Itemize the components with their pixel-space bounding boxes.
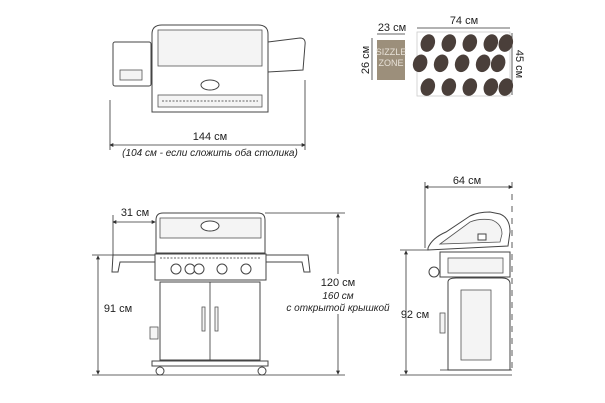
grill-side-view xyxy=(400,182,513,376)
grate-blob xyxy=(412,54,428,73)
main-width-label: 74 см xyxy=(450,15,478,27)
grate-blob xyxy=(483,34,499,52)
open-lid-height-label: 160 см xyxy=(322,291,353,302)
grates-diagram xyxy=(371,27,514,97)
shelf-depth-label: 31 см xyxy=(121,207,149,219)
grate-blob xyxy=(498,78,514,96)
sizzle-height-label: 26 см xyxy=(360,46,372,74)
side-height-label: 92 см xyxy=(401,309,429,321)
sizzle-label-1: SIZZLE xyxy=(376,47,407,57)
sizzle-width-label: 23 см xyxy=(378,22,406,34)
folded-width-note: (104 см - если сложить оба столика) xyxy=(122,147,298,159)
side-depth-label: 64 см xyxy=(453,175,481,187)
grate-blob xyxy=(498,34,514,52)
grill-front-view xyxy=(92,212,345,376)
burner-knob xyxy=(193,263,205,275)
grate-blob xyxy=(420,34,436,52)
grate-blob xyxy=(454,54,470,73)
grate-blob xyxy=(462,34,478,52)
grate-blob xyxy=(433,54,449,73)
sizzle-zone xyxy=(377,40,405,80)
burner-knob xyxy=(240,263,252,275)
grill-top-view xyxy=(109,24,306,150)
top-width-label: 144 см xyxy=(193,131,227,143)
grate-blob xyxy=(441,34,457,52)
main-height-label: 45 см xyxy=(513,50,525,78)
grate-blob xyxy=(475,54,491,73)
grate-blob xyxy=(441,78,457,96)
grate-blob xyxy=(490,54,506,73)
burner-knob xyxy=(170,263,182,275)
grate-blob xyxy=(483,78,499,96)
open-lid-note: с открытой крышкой xyxy=(286,303,390,314)
sizzle-label-2: ZONE xyxy=(378,58,403,68)
work-height-label: 91 см xyxy=(104,303,132,315)
total-height-label: 120 см xyxy=(321,277,355,289)
grate-pattern xyxy=(412,34,514,96)
grate-blob xyxy=(462,78,478,96)
burner-knob xyxy=(216,263,228,275)
grate-blob xyxy=(420,78,436,96)
